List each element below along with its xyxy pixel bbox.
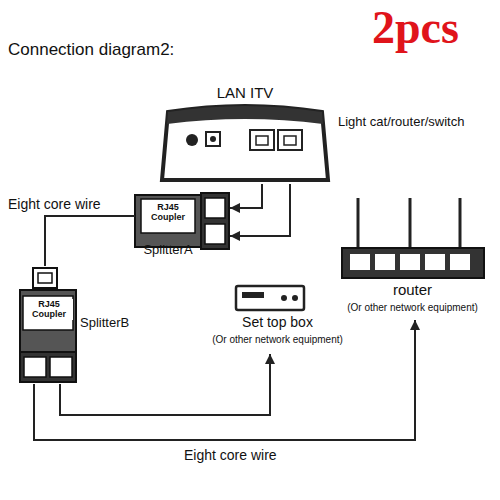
itv-device: LAN ITV <box>160 84 330 184</box>
label-holder: Light cat/router/switch <box>338 112 464 130</box>
device-note: Light cat/router/switch <box>338 115 464 130</box>
cable-connector <box>34 320 415 440</box>
cable-label: Eight core wire <box>182 447 279 463</box>
splitter-name: SplitterA <box>135 243 201 258</box>
splitter-a: RJ45 CouplerSplitterA <box>135 193 230 275</box>
label-holder: Eight core wire <box>182 446 279 464</box>
splitter-a <box>135 193 229 249</box>
device-note: (Or other network equipment) <box>330 302 495 314</box>
quantity-label: 2pcs <box>372 2 459 55</box>
router: router (Or other network equipment) <box>330 195 495 320</box>
coupler-label: RJ45 Coupler <box>25 299 73 320</box>
router-device <box>342 198 484 278</box>
cable-connector <box>45 216 135 266</box>
cable-connector <box>230 184 290 236</box>
set-top-box: Set top box (Or other network equipment) <box>190 282 365 354</box>
cable-connector <box>60 354 270 415</box>
cable-label: Eight core wire <box>6 196 103 212</box>
coupler-label: RJ45 Coupler <box>143 202 193 223</box>
label-holder: 2pcs <box>372 2 459 55</box>
set-top-box <box>236 286 304 310</box>
label-holder: Connection diagram2: <box>8 40 174 60</box>
splitter-b: RJ45 CouplerSplitterB <box>18 266 142 384</box>
splitter-b <box>20 268 76 382</box>
diagram-heading: Connection diagram2: <box>8 40 174 60</box>
device-title: LAN ITV <box>160 84 330 101</box>
device-name: router <box>330 281 495 298</box>
label-holder: Eight core wire <box>6 195 103 213</box>
device-name: Set top box <box>190 314 365 330</box>
itv-device <box>162 106 328 180</box>
device-note: (Or other network equipment) <box>190 334 365 346</box>
splitter-name: SplitterB <box>80 316 142 331</box>
cable-connector <box>230 184 262 208</box>
